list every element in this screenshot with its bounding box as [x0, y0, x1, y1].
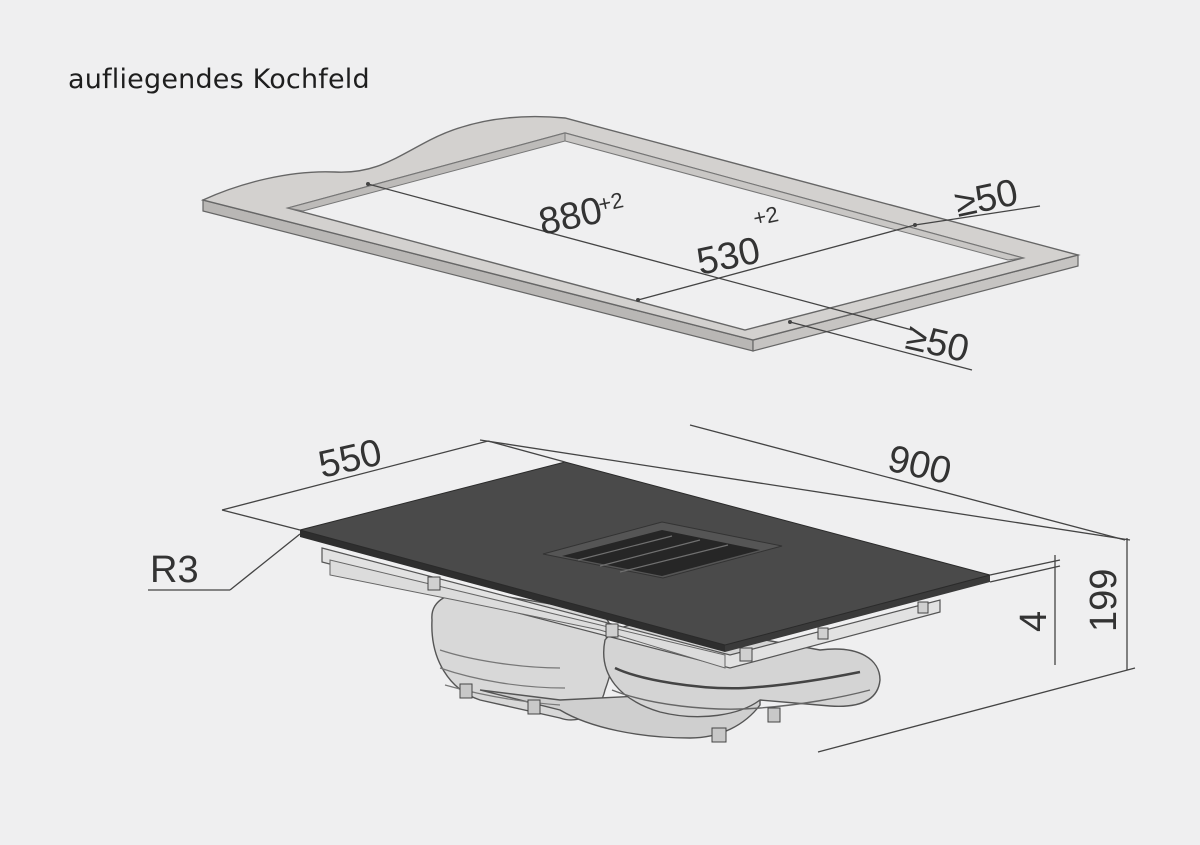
front-distance-dimension-line — [789, 321, 973, 371]
dimension-tick — [366, 182, 370, 186]
frame-bracket — [739, 647, 753, 662]
mounting-clip — [767, 707, 781, 723]
downdraft-vent — [542, 521, 783, 579]
frame-bracket — [605, 623, 619, 638]
fan-ring-lower — [611, 689, 871, 710]
width-dimension-line — [479, 439, 1131, 541]
glass-edge-front — [300, 530, 725, 652]
hob-frame-side — [321, 547, 941, 669]
frame-bracket — [427, 576, 441, 591]
width-label: 900 — [884, 438, 955, 493]
depth-label: 550 — [315, 432, 386, 487]
back-distance-dimension-line — [914, 205, 1041, 226]
cutout-length-dimension-line — [367, 183, 913, 331]
front-distance-label: ≥50 — [902, 316, 973, 371]
height-label: 199 — [1083, 569, 1125, 632]
height-extension-line-bottom — [817, 667, 1136, 753]
dimension-tick — [913, 223, 917, 227]
corner-radius-label: R3 — [150, 549, 199, 591]
frame-bracket — [817, 627, 829, 640]
page-title: aufliegendes Kochfeld — [68, 64, 370, 95]
mounting-clip — [527, 699, 541, 715]
cutout-width-dimension-line — [637, 224, 916, 301]
glass-thickness-label: 4 — [1013, 611, 1055, 632]
glass-edge-right — [725, 575, 990, 652]
fan-ring — [614, 666, 861, 690]
dimension-tick — [636, 298, 640, 302]
mounting-clip — [711, 727, 727, 743]
vent-slot — [562, 530, 760, 576]
cutout-length-tolerance: +2 — [596, 187, 626, 217]
dimension-tick — [788, 320, 792, 324]
depth-extension-line-right — [487, 440, 566, 463]
glass-thickness-line-bottom — [989, 565, 1061, 583]
frame-bracket — [917, 601, 929, 614]
width-extension-line-back — [689, 424, 1126, 541]
depth-extension-line-left — [221, 509, 301, 531]
mounting-clip — [459, 683, 473, 699]
glass-thickness-line-top — [989, 559, 1061, 576]
worktop-cutout-drawing: 880 +2 530 +2 ≥50 ≥50 — [200, 115, 1081, 371]
vent-grille — [577, 535, 729, 573]
hob-appliance-drawing: 550 900 R3 4 199 — [148, 424, 1136, 753]
cutout-width-tolerance: +2 — [751, 201, 781, 231]
back-distance-label: ≥50 — [951, 172, 1021, 226]
motor-ribs — [439, 649, 566, 706]
cutout-inner-wall-left — [564, 132, 1024, 261]
radius-leader-line-angled — [229, 533, 301, 591]
depth-dimension-line — [221, 440, 489, 511]
